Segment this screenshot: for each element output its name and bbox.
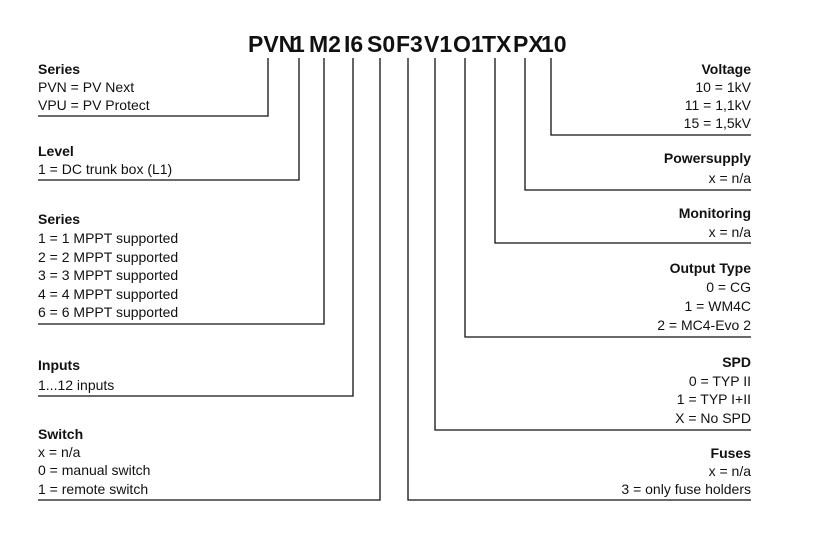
option-series-pvn: PVN = PV Next — [38, 79, 134, 95]
option-fuses-x: x = n/a — [709, 463, 752, 479]
group-title-voltage: Voltage — [701, 61, 751, 77]
option-spd-0: 0 = TYP II — [689, 373, 751, 389]
option-powersupply-x: x = n/a — [709, 170, 752, 186]
code-segment-level: 1 — [292, 31, 305, 57]
option-output-type-0: 0 = CG — [706, 279, 751, 295]
group-title-powersupply: Powersupply — [664, 150, 751, 166]
group-title-switch: Switch — [38, 426, 83, 442]
connector-monitoring — [494, 58, 751, 244]
option-switch-x: x = n/a — [38, 444, 81, 460]
connector-level — [38, 58, 300, 181]
connector-lines — [38, 58, 751, 501]
code-segment-monitoring: TX — [482, 31, 512, 57]
option-voltage-10: 10 = 1kV — [695, 79, 751, 95]
code-segment-series: PVN — [248, 31, 295, 57]
option-output-type-1: 1 = WM4C — [684, 298, 751, 314]
group-series: Series PVN = PV Next VPU = PV Protect — [38, 61, 150, 113]
group-title-inputs: Inputs — [38, 357, 80, 373]
option-output-type-2: 2 = MC4-Evo 2 — [657, 317, 751, 333]
connector-powersupply — [524, 58, 751, 191]
connector-fuses — [407, 58, 751, 501]
group-title-spd: SPD — [722, 354, 751, 370]
group-powersupply: Powersupply x = n/a — [664, 150, 751, 186]
group-title-series: Series — [38, 61, 80, 77]
connector-series — [38, 58, 269, 117]
option-fuses-3: 3 = only fuse holders — [621, 481, 751, 497]
option-voltage-11: 11 = 1,1kV — [685, 97, 752, 113]
group-voltage: Voltage 10 = 1kV 11 = 1,1kV 15 = 1,5kV — [684, 61, 752, 131]
connector-output-type — [464, 58, 751, 338]
group-title-output-type: Output Type — [670, 260, 752, 276]
connector-voltage — [550, 58, 751, 136]
option-mppt-1: 1 = 1 MPPT supported — [38, 230, 178, 246]
connector-switch — [38, 58, 381, 501]
option-series-vpu: VPU = PV Protect — [38, 97, 150, 113]
code-segment-inputs: I6 — [344, 31, 363, 57]
group-spd: SPD 0 = TYP II 1 = TYP I+II X = No SPD — [675, 354, 751, 426]
group-switch: Switch x = n/a 0 = manual switch 1 = rem… — [38, 426, 150, 497]
group-output-type: Output Type 0 = CG 1 = WM4C 2 = MC4-Evo … — [657, 260, 751, 333]
option-mppt-6: 6 = 6 MPPT supported — [38, 304, 178, 320]
option-switch-1: 1 = remote switch — [38, 481, 148, 497]
option-switch-0: 0 = manual switch — [38, 462, 150, 478]
code-segment-switch: S0 — [367, 31, 395, 57]
connector-inputs — [38, 58, 354, 397]
code-segment-spd: V1 — [424, 31, 452, 57]
code-segment-mppt: M2 — [309, 31, 341, 57]
option-level-1: 1 = DC trunk box (L1) — [38, 161, 172, 177]
group-title-fuses: Fuses — [711, 445, 752, 461]
code-segment-fuses: F3 — [396, 31, 423, 57]
group-inputs: Inputs 1...12 inputs — [38, 357, 114, 393]
option-mppt-2: 2 = 2 MPPT supported — [38, 249, 178, 265]
option-spd-x: X = No SPD — [675, 410, 751, 426]
code-segment-output-type: O1 — [453, 31, 484, 57]
code-segment-voltage: 10 — [541, 31, 567, 57]
option-mppt-3: 3 = 3 MPPT supported — [38, 267, 178, 283]
group-title-mppt: Series — [38, 211, 80, 227]
group-level: Level 1 = DC trunk box (L1) — [38, 143, 172, 177]
connector-mppt — [38, 58, 325, 325]
option-voltage-15: 15 = 1,5kV — [684, 115, 752, 131]
group-mppt: Series 1 = 1 MPPT supported 2 = 2 MPPT s… — [38, 211, 178, 320]
option-mppt-4: 4 = 4 MPPT supported — [38, 286, 178, 302]
option-spd-1: 1 = TYP I+II — [677, 391, 751, 407]
group-fuses: Fuses x = n/a 3 = only fuse holders — [621, 445, 751, 497]
connector-spd — [434, 58, 751, 431]
group-monitoring: Monitoring x = n/a — [679, 205, 752, 240]
group-title-monitoring: Monitoring — [679, 205, 751, 221]
type-code: PVN 1 M2 I6 S0 F3 V1 O1 TX PX 10 — [248, 31, 567, 57]
option-inputs-range: 1...12 inputs — [38, 377, 114, 393]
option-monitoring-x: x = n/a — [709, 224, 752, 240]
code-segment-powersupply: PX — [513, 31, 544, 57]
group-title-level: Level — [38, 143, 74, 159]
